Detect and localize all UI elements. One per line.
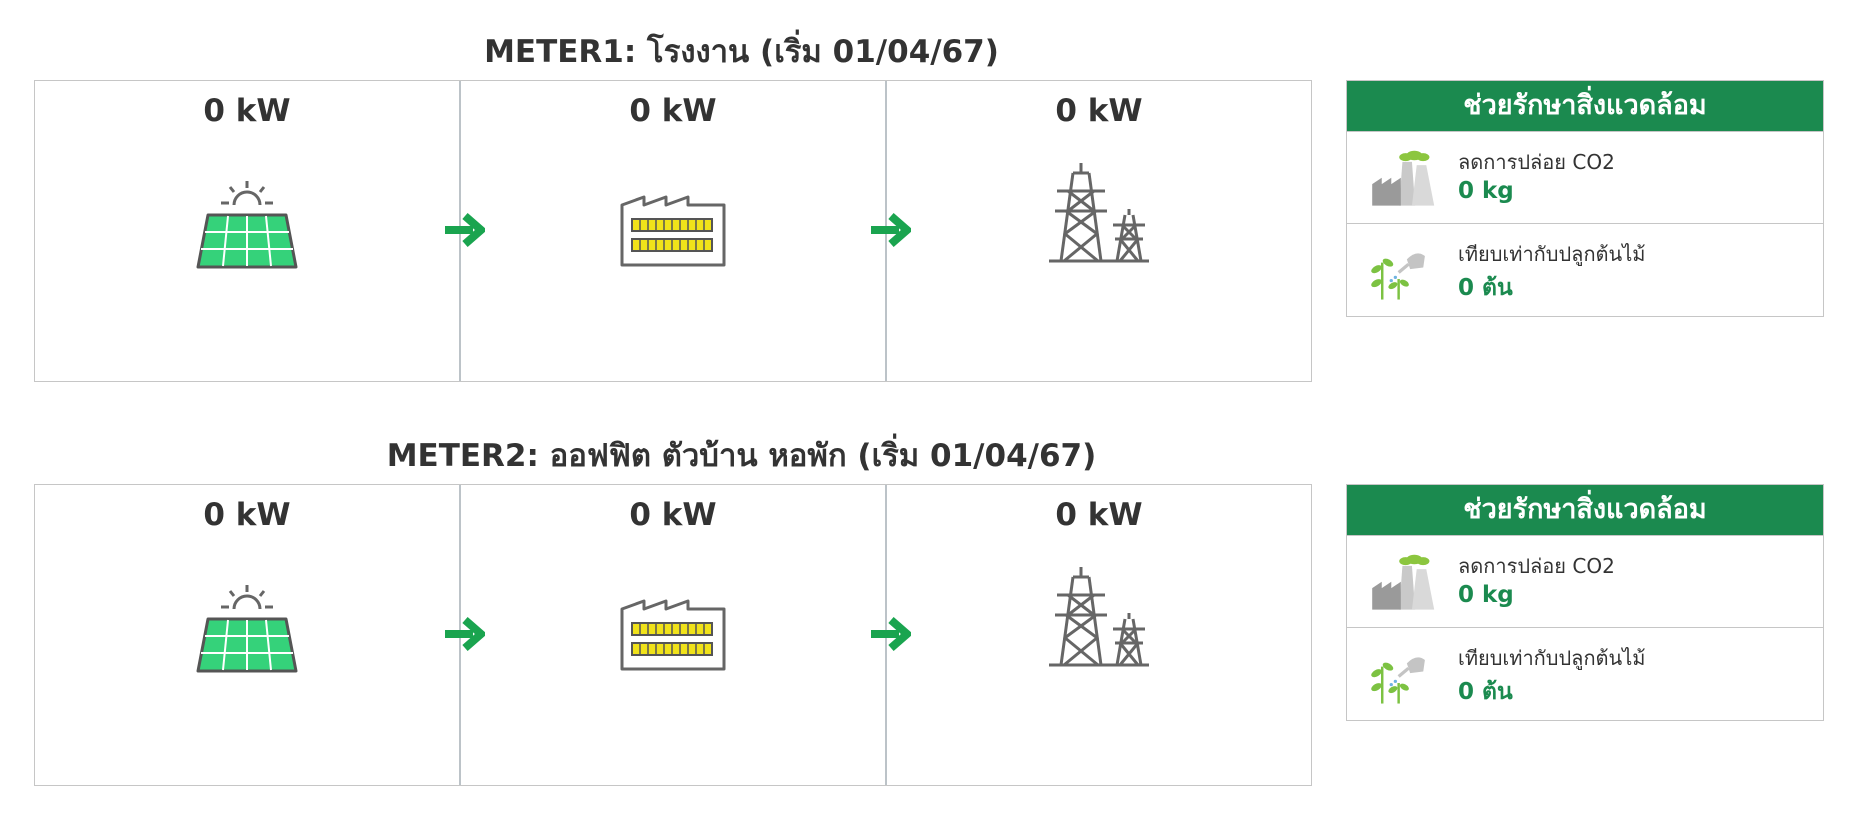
- co2-reduction-label: ลดการปล่อย CO2: [1458, 150, 1615, 174]
- solar-panel-icon: [196, 179, 298, 269]
- co2-reduction-row: ลดการปล่อย CO2 0 kg: [1347, 535, 1823, 627]
- grid-power-value: 0 kW: [1055, 497, 1143, 533]
- trees-equivalent-row: เทียบเท่ากับปลูกต้นไม้ 0 ต้น: [1347, 627, 1823, 720]
- arrow-right-icon: [871, 617, 911, 651]
- environment-card: ช่วยรักษาสิ่งแวดล้อม ลดการปล่อย CO2 0 kg…: [1346, 80, 1824, 317]
- factory-icon: [620, 599, 726, 671]
- factory-smoke-icon: [1372, 150, 1435, 206]
- meter-title: METER1: โรงงาน (เริ่ม 01/04/67): [484, 34, 999, 70]
- arrow-right-icon: [445, 213, 485, 247]
- trees-equivalent-label: เทียบเท่ากับปลูกต้นไม้: [1458, 242, 1646, 266]
- arrow-right-icon: [871, 213, 911, 247]
- co2-reduction-value: 0 kg: [1458, 582, 1514, 608]
- plant-watering-icon: [1368, 655, 1427, 706]
- plant-watering-icon: [1368, 251, 1427, 302]
- trees-equivalent-label: เทียบเท่ากับปลูกต้นไม้: [1458, 646, 1646, 670]
- grid-power-value: 0 kW: [1055, 93, 1143, 129]
- co2-reduction-value: 0 kg: [1458, 178, 1514, 204]
- factory-smoke-icon: [1372, 554, 1435, 610]
- solar-power-value: 0 kW: [203, 93, 291, 129]
- grid-cell: 0 kW: [885, 485, 1311, 785]
- energy-flow-panel: 0 kW 0 kW 0 kW: [34, 80, 1312, 382]
- trees-equivalent-value: 0 ต้น: [1458, 679, 1513, 705]
- factory-power-value: 0 kW: [629, 93, 717, 129]
- grid-cell: 0 kW: [885, 81, 1311, 381]
- factory-power-value: 0 kW: [629, 497, 717, 533]
- solar-cell: 0 kW: [35, 485, 459, 785]
- factory-cell: 0 kW: [459, 81, 885, 381]
- trees-equivalent-row: เทียบเท่ากับปลูกต้นไม้ 0 ต้น: [1347, 223, 1823, 316]
- factory-icon: [620, 195, 726, 267]
- solar-power-value: 0 kW: [203, 497, 291, 533]
- environment-card-header: ช่วยรักษาสิ่งแวดล้อม: [1347, 81, 1823, 131]
- solar-panel-icon: [196, 583, 298, 673]
- environment-card: ช่วยรักษาสิ่งแวดล้อม ลดการปล่อย CO2 0 kg…: [1346, 484, 1824, 721]
- meter-2-section: METER2: ออฟฟิต ตัวบ้าน หอพัก (เริ่ม 01/0…: [0, 404, 1876, 794]
- meter-1-section: METER1: โรงงาน (เริ่ม 01/04/67) 0 kW 0 k…: [0, 0, 1876, 390]
- environment-card-header: ช่วยรักษาสิ่งแวดล้อม: [1347, 485, 1823, 535]
- energy-flow-panel: 0 kW 0 kW 0 kW: [34, 484, 1312, 786]
- arrow-right-icon: [445, 617, 485, 651]
- trees-equivalent-value: 0 ต้น: [1458, 275, 1513, 301]
- power-transmission-tower-icon: [1047, 565, 1151, 667]
- solar-cell: 0 kW: [35, 81, 459, 381]
- co2-reduction-row: ลดการปล่อย CO2 0 kg: [1347, 131, 1823, 223]
- power-transmission-tower-icon: [1047, 161, 1151, 263]
- co2-reduction-label: ลดการปล่อย CO2: [1458, 554, 1615, 578]
- meter-title: METER2: ออฟฟิต ตัวบ้าน หอพัก (เริ่ม 01/0…: [386, 438, 1097, 474]
- factory-cell: 0 kW: [459, 485, 885, 785]
